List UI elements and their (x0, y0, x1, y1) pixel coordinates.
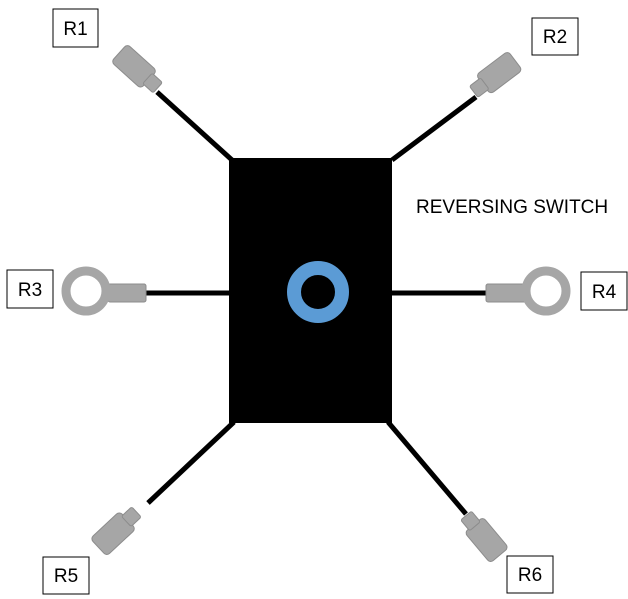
connector-r4 (485, 266, 571, 316)
label-r2: R2 (531, 17, 579, 56)
label-r4: R4 (580, 271, 628, 311)
wire-r6 (386, 420, 468, 516)
label-r1-text: R1 (63, 19, 87, 40)
label-r4-text: R4 (592, 282, 617, 303)
label-r3-text: R3 (18, 280, 42, 301)
connector-r2 (469, 52, 522, 98)
wire-r1 (155, 90, 234, 162)
wire-r5 (146, 420, 236, 505)
label-r1: R1 (52, 8, 99, 48)
switch-title: REVERSING SWITCH (416, 197, 608, 218)
label-r5-text: R5 (54, 566, 78, 587)
knob-center (302, 276, 334, 308)
label-r2-text: R2 (543, 27, 567, 48)
label-r6: R6 (506, 555, 554, 594)
label-r3: R3 (6, 269, 54, 309)
connector-r6 (460, 511, 508, 562)
label-r5: R5 (42, 556, 90, 595)
connector-r3 (61, 266, 147, 316)
label-r6-text: R6 (518, 565, 542, 586)
switch-knob[interactable] (287, 261, 349, 323)
wire-r2 (390, 95, 478, 162)
connector-r1 (112, 45, 163, 93)
connector-r5 (91, 507, 141, 555)
